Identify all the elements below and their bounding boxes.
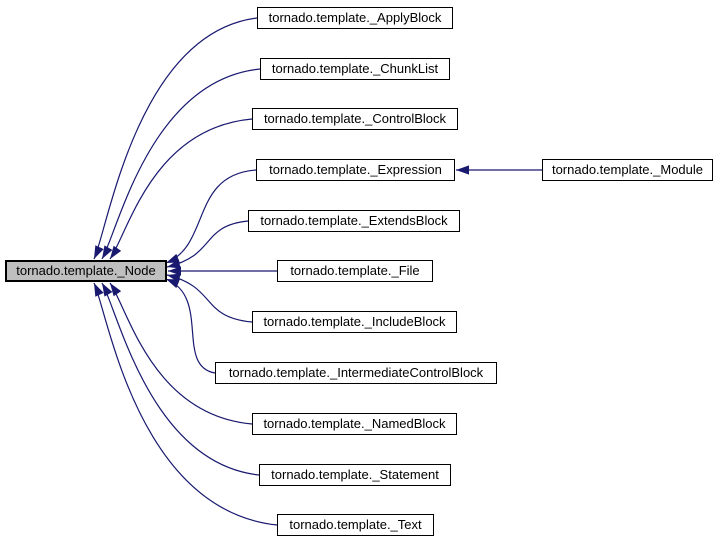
inheritance-arrow <box>109 118 253 260</box>
class-node-extendsblock[interactable]: tornado.template._ExtendsBlock <box>248 210 460 232</box>
arrowhead-icon <box>168 266 181 276</box>
arrowhead-icon <box>166 279 180 289</box>
inheritance-arrow <box>93 282 278 526</box>
class-node-applyblock[interactable]: tornado.template._ApplyBlock <box>257 7 453 29</box>
class-node-includeblock[interactable]: tornado.template._IncludeBlock <box>252 311 457 333</box>
inheritance-arrow <box>109 282 253 425</box>
arrowhead-icon <box>456 165 469 175</box>
class-node-expression[interactable]: tornado.template._Expression <box>256 159 455 181</box>
arrowhead-icon <box>102 283 113 297</box>
arrowhead-icon <box>94 245 104 259</box>
inheritance-arrow <box>165 169 257 264</box>
inheritance-arrow <box>166 220 249 268</box>
inheritance-arrow <box>166 274 253 323</box>
inheritance-arrow <box>101 68 261 260</box>
class-node-controlblock[interactable]: tornado.template._ControlBlock <box>252 108 458 130</box>
arrowhead-icon <box>110 283 122 297</box>
arrowhead-icon <box>94 283 104 297</box>
inheritance-arrow <box>93 17 258 260</box>
class-node-text[interactable]: tornado.template._Text <box>277 514 434 536</box>
class-node-statement[interactable]: tornado.template._Statement <box>259 464 451 486</box>
inheritance-arrow <box>101 282 260 476</box>
class-node-intermediatecontrolblock[interactable]: tornado.template._IntermediateControlBlo… <box>215 362 497 384</box>
arrowhead-icon <box>110 245 122 259</box>
arrowhead-icon <box>167 259 181 269</box>
class-node-module[interactable]: tornado.template._Module <box>542 159 713 181</box>
class-node-namedblock[interactable]: tornado.template._NamedBlock <box>252 413 457 435</box>
class-node-chunklist[interactable]: tornado.template._ChunkList <box>260 58 450 80</box>
class-node-file[interactable]: tornado.template._File <box>277 260 433 282</box>
inheritance-arrow <box>165 278 216 374</box>
arrowhead-icon <box>102 245 113 259</box>
class-node-base-node: tornado.template._Node <box>5 260 167 282</box>
arrowhead-icon <box>166 253 180 263</box>
